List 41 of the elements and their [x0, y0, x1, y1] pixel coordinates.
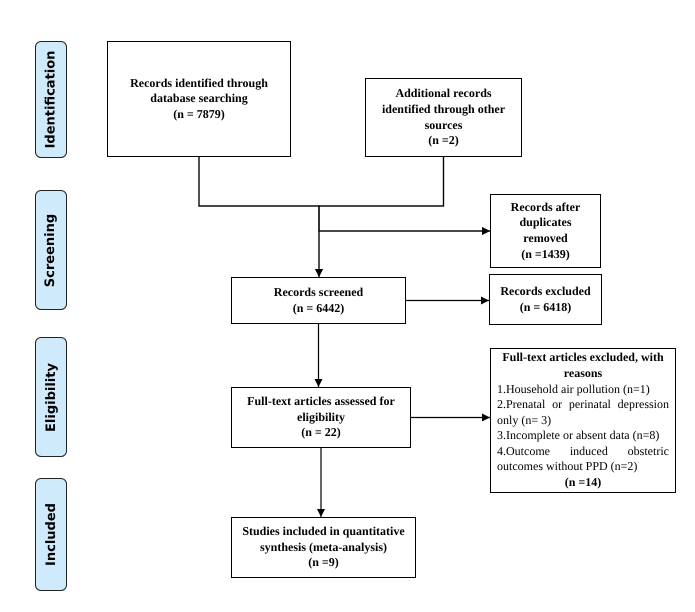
count-text: (n = 6442) [292, 300, 346, 316]
arrow [406, 296, 489, 304]
arrow [314, 324, 322, 387]
process-box [231, 387, 411, 448]
arrow [411, 414, 490, 422]
reason-item: 4.Outcome induced obstetric outcomes without PPD (n=2) [497, 444, 669, 476]
box-title: Additional records identified through other sources [380, 86, 506, 134]
reason-item: 1.Household air pollution (n=1) [497, 382, 651, 398]
box-title: Records after duplicates removed [510, 200, 582, 247]
process-box [231, 517, 416, 578]
box-title: Studies included in quantitative synthesis (meta-analysis) [241, 524, 406, 556]
reason-item: 2.Prenatal or perinatal depression only (n= 3) [497, 397, 669, 428]
box-title: Full-text articles assessed for eligibility [246, 394, 396, 426]
stage-title: Identification [44, 50, 58, 148]
stage-label [35, 337, 67, 457]
process-box [365, 78, 522, 157]
process-box [490, 194, 601, 268]
process-box [489, 274, 602, 325]
process-box [107, 41, 291, 157]
box-title: Records excluded [499, 284, 592, 300]
stage-label [35, 478, 67, 591]
stage-label [35, 41, 67, 158]
stage-title: Included [44, 503, 58, 566]
stage-title: Eligibility [44, 362, 58, 432]
count-text: (n = 6418) [518, 300, 572, 316]
stage-title: Screening [44, 213, 58, 287]
count-text: (n = 22) [300, 425, 342, 441]
stage-label [35, 190, 67, 310]
count-text: (n =14) [564, 475, 602, 491]
box-title: Records identified through database searching [129, 76, 269, 107]
count-text: (n =1439) [520, 246, 571, 262]
count-text: (n = 7879) [172, 106, 226, 122]
box-title: Full-text articles excluded, with reasons [501, 350, 665, 382]
arrow [318, 157, 490, 235]
count-text: (n =9) [307, 555, 340, 571]
count-text: (n =2) [427, 133, 460, 149]
process-box [231, 277, 406, 324]
arrow [317, 448, 325, 517]
box-title: Records screened [272, 284, 364, 300]
process-box [490, 348, 676, 493]
reason-item: 3.Incomplete or absent data (n=8) [497, 428, 660, 444]
